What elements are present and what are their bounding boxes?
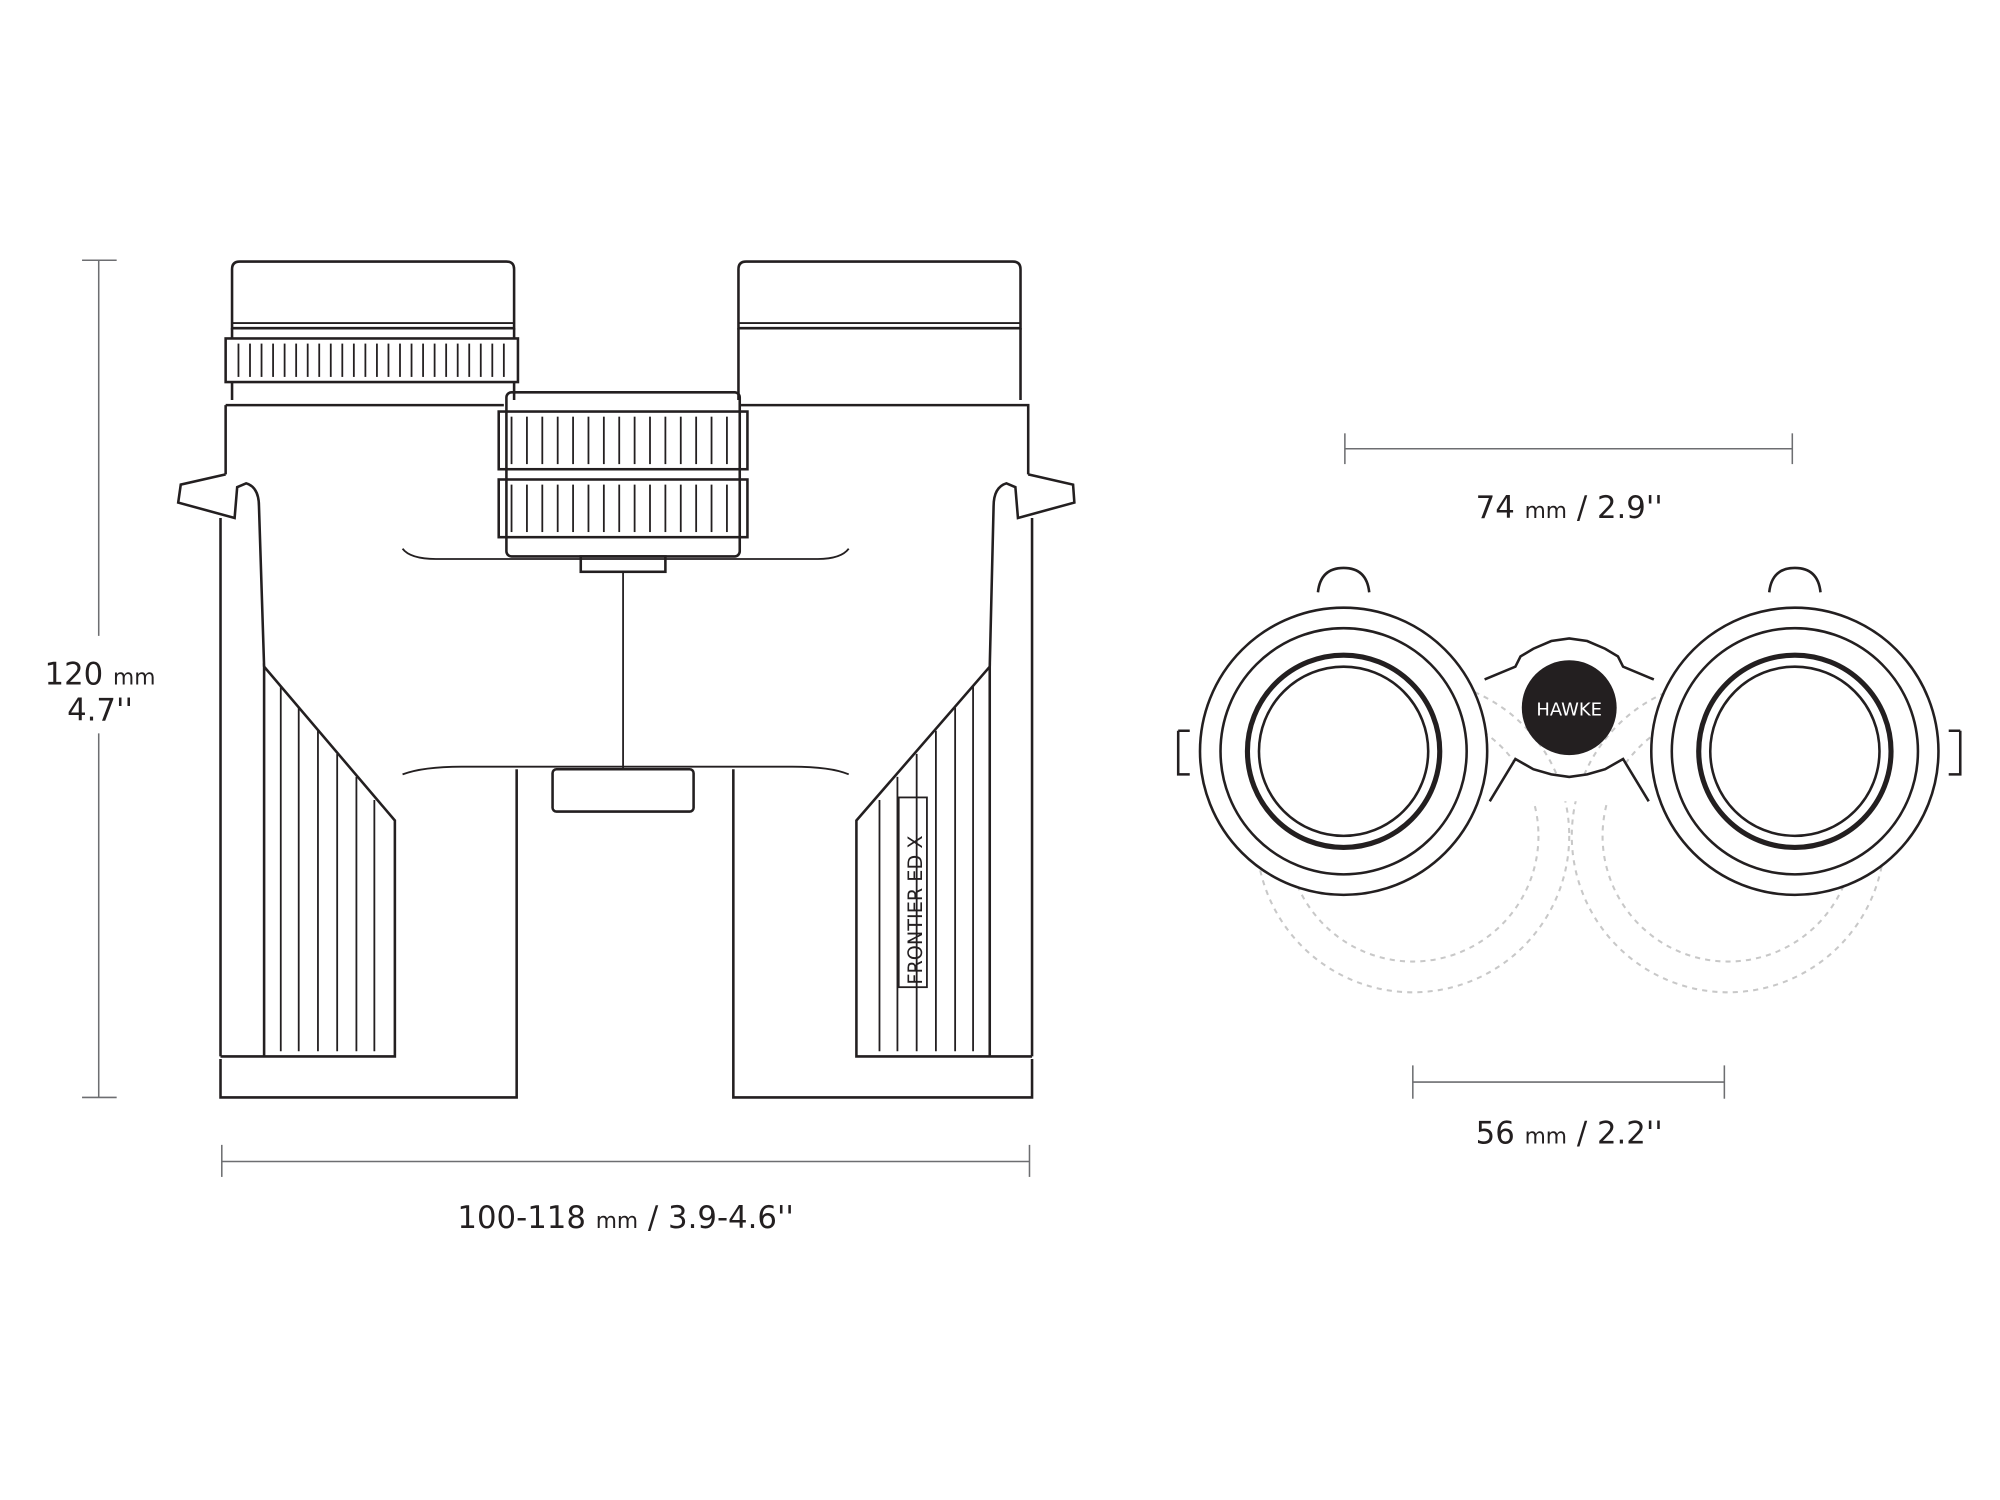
svg-text:100-118 mm / 3.9-4.6'': 100-118 mm / 3.9-4.6'': [457, 1200, 793, 1236]
objective-spacing-dimension: 56 mm / 2.2'': [1412, 1065, 1726, 1152]
hawke-logo: [1521, 660, 1617, 756]
svg-text:56 mm / 2.2'': 56 mm / 2.2'': [1476, 1116, 1663, 1152]
eyepiece-spacing-dimension: 74 mm / 2.9'': [1344, 433, 1794, 526]
height-value: 120: [45, 657, 104, 693]
height-dimension: 120 mm 4.7'': [45, 259, 156, 1099]
height-imperial: 4.7'': [67, 693, 133, 729]
width-dimension: 100-118 mm / 3.9-4.6'': [221, 1144, 1031, 1236]
svg-text:120 mm: 120 mm: [45, 657, 156, 693]
svg-text:74 mm / 2.9'': 74 mm / 2.9'': [1476, 490, 1663, 526]
hawke-logo-text: HAWKE: [1536, 699, 1602, 720]
model-label: FRONTIER ED X: [904, 835, 927, 984]
binocular-rear-view: HAWKE: [1176, 566, 1962, 994]
binocular-front-view: FRONTIER ED X: [176, 260, 1076, 1099]
